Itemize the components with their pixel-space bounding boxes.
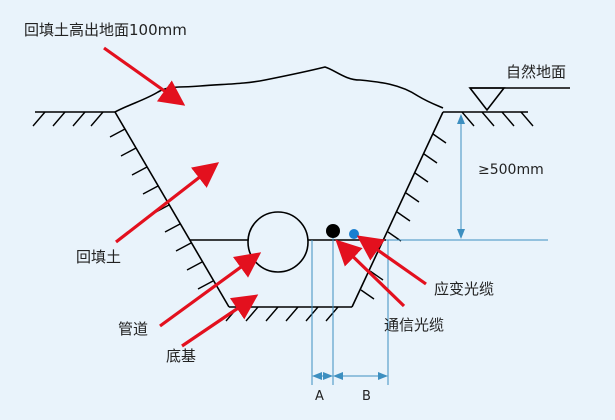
arrow-base <box>181 294 259 348</box>
pipe-circle <box>247 211 309 273</box>
left-wall-hatching <box>109 128 214 290</box>
arrow-power-cable <box>356 235 427 286</box>
right-wall-hatching <box>360 133 447 300</box>
arrow-pipe <box>159 252 262 328</box>
label-backfill: 回填土 <box>76 248 122 266</box>
label-pipe: 管道 <box>118 320 149 338</box>
label-backfill-height: 回填土高出地面100mm <box>24 21 187 39</box>
power-cable-dot <box>349 229 359 239</box>
bottom-hatching <box>225 306 339 322</box>
label-dim-b: B <box>362 389 371 404</box>
dimension-lines <box>311 114 548 385</box>
natural-ground-symbol <box>468 87 570 112</box>
ground-hatching <box>32 111 534 127</box>
arrow-backfill-height <box>103 46 186 106</box>
comm-cable-dot <box>326 224 340 238</box>
arrow-backfill <box>115 162 220 244</box>
pointer-arrows <box>103 46 427 348</box>
label-base: 底基 <box>166 347 197 365</box>
arrow-comm-cable <box>335 239 406 308</box>
trench-outline <box>114 111 444 308</box>
label-natural-ground: 自然地面 <box>506 63 567 81</box>
label-dim-a: A <box>315 389 324 404</box>
label-power-cable: 应变光缆 <box>434 280 495 298</box>
label-min-depth: ≥500mm <box>478 162 544 178</box>
label-comm-cable: 通信光缆 <box>384 316 445 334</box>
